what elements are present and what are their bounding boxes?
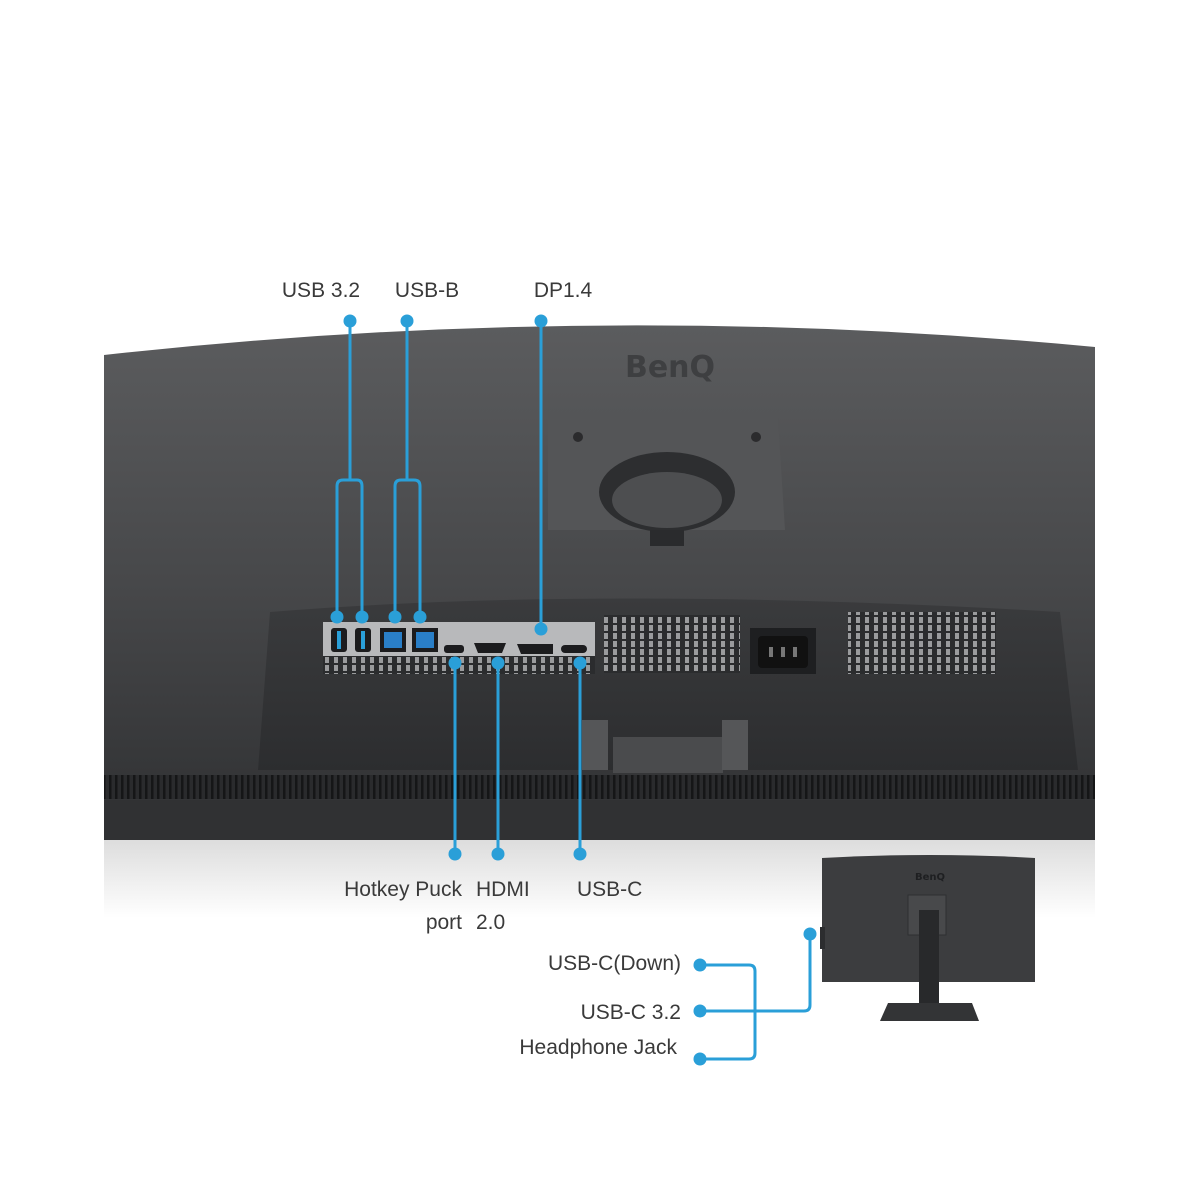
bottom-vent <box>104 775 1095 799</box>
label-dp14: DP1.4 <box>534 279 593 302</box>
brand-logo: BenQ <box>625 350 715 385</box>
label-headphone-jack: Headphone Jack <box>519 1036 677 1059</box>
port-usb32-1 <box>331 628 347 652</box>
port-usbb-2 <box>412 628 438 652</box>
callout-lines <box>335 321 812 1061</box>
label-hotkey-port: port <box>426 911 462 934</box>
vent-grill-left <box>604 615 740 673</box>
port-displayport <box>517 644 553 654</box>
vent-grill-right <box>848 612 996 674</box>
thumbnail-brand-logo: BenQ <box>915 872 945 883</box>
callout-dots <box>330 314 817 1066</box>
label-usbc: USB-C <box>577 878 642 901</box>
label-usb32: USB 3.2 <box>282 279 360 302</box>
label-usbc-down: USB-C(Down) <box>548 952 681 975</box>
label-usbb: USB-B <box>395 279 459 302</box>
power-socket <box>750 628 816 674</box>
label-hdmi: HDMI <box>476 878 530 901</box>
port-hdmi <box>474 643 506 653</box>
label-hdmi-version: 2.0 <box>476 911 505 934</box>
stand-base <box>880 1003 979 1021</box>
port-usbb-1 <box>380 628 406 652</box>
monitor-rear: BenQ <box>104 325 1095 840</box>
stand-neck <box>919 910 939 1010</box>
monitor-rear-thumbnail: BenQ <box>820 855 1035 1021</box>
label-hotkey-puck: Hotkey Puck <box>344 878 462 901</box>
port-usb32-2 <box>355 628 371 652</box>
port-usbc <box>561 645 587 653</box>
port-hotkey-puck <box>444 645 464 653</box>
label-usbc-32: USB-C 3.2 <box>581 1001 681 1024</box>
